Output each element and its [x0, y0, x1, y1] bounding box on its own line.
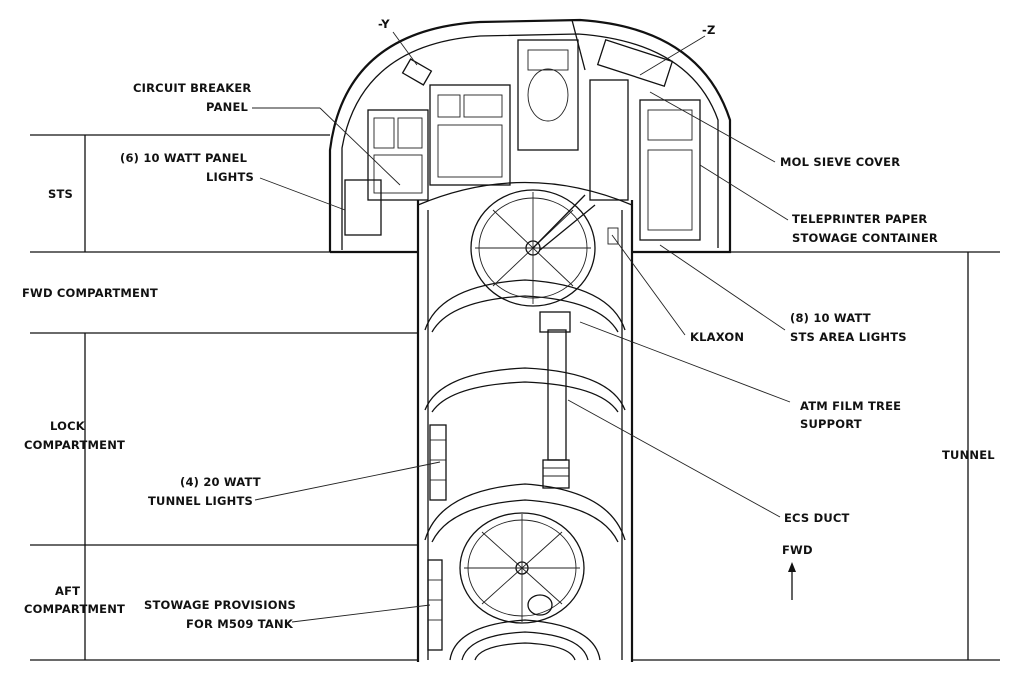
upper-hatch-wheel — [470, 189, 596, 307]
label-circuit-breaker-line1: CIRCUIT BREAKER — [133, 81, 251, 95]
label-fwd: FWD — [782, 543, 813, 557]
leader-lines — [252, 31, 791, 623]
fwd-arrow — [788, 562, 796, 600]
label-storage-line1: STOWAGE PROVISIONS — [144, 598, 296, 612]
label-mol-sieve-cover: MOL SIEVE COVER — [780, 155, 900, 169]
label-minus-y: -Y — [378, 17, 390, 31]
label-aft-line1: AFT — [55, 584, 80, 598]
label-panel-lights-line1: (6) 10 WATT PANEL — [120, 151, 248, 165]
tunnel-shell — [416, 181, 634, 662]
label-tunnel-lights-line1: (4) 20 WATT — [180, 475, 261, 489]
label-sts-lights-line1: (8) 10 WATT — [790, 311, 871, 325]
label-sts: STS — [48, 187, 73, 201]
tunnel-light-fixture — [429, 424, 447, 501]
atm-film-tree-support — [539, 311, 571, 489]
storage-fixture — [427, 559, 443, 651]
label-lock-line2: COMPARTMENT — [24, 438, 125, 452]
label-circuit-breaker-line2: PANEL — [206, 100, 249, 114]
label-sts-lights-line2: STS AREA LIGHTS — [790, 330, 907, 344]
lower-hatch-wheel — [459, 512, 585, 624]
label-fwd-compartment: FWD COMPARTMENT — [22, 286, 158, 300]
label-ecs-duct: ECS DUCT — [784, 511, 850, 525]
label-tunnel: TUNNEL — [942, 448, 995, 462]
label-panel-lights-line2: LIGHTS — [206, 170, 254, 184]
label-lock-line1: LOCK — [50, 419, 86, 433]
label-klaxon: KLAXON — [690, 330, 744, 344]
sts-dome — [328, 18, 732, 254]
label-atm-film-tree-line1: ATM FILM TREE — [800, 399, 901, 413]
sts-equipment — [344, 19, 701, 245]
label-minus-z: -Z — [702, 23, 716, 37]
label-aft-line2: COMPARTMENT — [24, 602, 125, 616]
label-teleprinter-line2: STOWAGE CONTAINER — [792, 231, 938, 245]
compartment-dimension-lines — [30, 134, 1000, 661]
label-atm-film-tree-line2: SUPPORT — [800, 417, 862, 431]
label-storage-line2: FOR M509 TANK — [186, 617, 294, 631]
label-tunnel-lights-line2: TUNNEL LIGHTS — [148, 494, 253, 508]
compartment-rings — [424, 279, 626, 661]
label-teleprinter-line1: TELEPRINTER PAPER — [792, 212, 927, 226]
